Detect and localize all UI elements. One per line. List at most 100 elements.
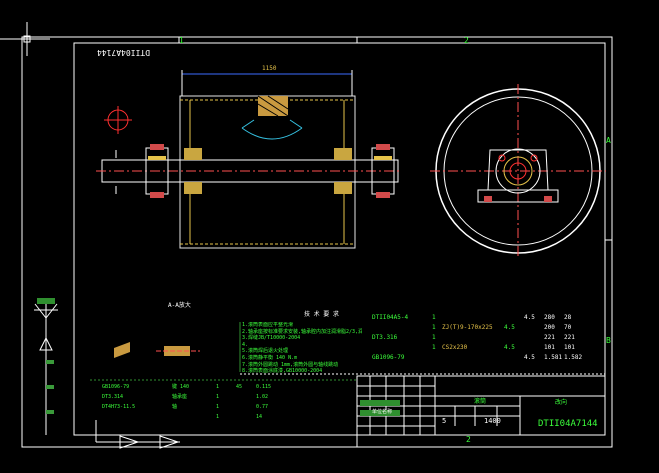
zone-label-b: B xyxy=(606,336,611,345)
table-cell-code: GB1096-79 xyxy=(372,354,405,361)
title-block-sheet: 5 xyxy=(442,417,447,425)
weight-cell-b: 200 xyxy=(544,324,555,331)
table-cell-qty: 1 xyxy=(216,404,220,410)
table-cell-code: DT3.316 xyxy=(372,334,398,341)
weight-cell-c: 1.582 xyxy=(564,354,583,361)
note-line: 1.滚筒表面应平整光滑 xyxy=(242,322,294,328)
table-cell-name xyxy=(172,412,216,422)
table-cell-mat xyxy=(236,412,256,422)
note-line: 7.滚筒外圆跳动 1mm,滚筒外圆与轴线跳动 xyxy=(242,361,339,368)
weight-cell-c: 70 xyxy=(564,324,572,331)
drum-end-view xyxy=(430,84,606,258)
table-row: 1 ZJ(T)9-170x225 4.5 200 70 xyxy=(372,323,604,333)
zone-label-top-1: 1 xyxy=(179,36,184,45)
weight-cell-a: 4.5 xyxy=(524,314,535,321)
ucs-icon xyxy=(95,420,180,449)
table-cell-w: 0.77 xyxy=(256,404,269,410)
table-cell-w: 1.02 xyxy=(256,394,269,400)
table-cell-spec xyxy=(442,333,504,343)
section-label: A-A放大 xyxy=(168,302,191,309)
table-cell-qty xyxy=(432,353,442,363)
table-cell-w1 xyxy=(504,313,524,323)
left-margin-markers xyxy=(34,298,58,435)
zone-label-top-2: 2 xyxy=(464,36,469,45)
note-line: 4. xyxy=(242,341,249,348)
table-cell-spec: ZJ(T)9-170x225 xyxy=(442,324,493,331)
weight-cell-c: 28 xyxy=(564,314,572,321)
weight-cell-b: 280 xyxy=(544,314,555,321)
sheet-border-inner xyxy=(73,42,606,436)
note-line: 6.滚筒静平衡 140 N.m xyxy=(242,354,298,361)
zone-label-a: A xyxy=(606,136,611,145)
notes-heading: 技 术 要 求 xyxy=(304,311,339,318)
weight-cell-a xyxy=(524,343,544,353)
table-cell-mat xyxy=(236,392,256,402)
dimension-text: 1150 xyxy=(262,65,277,72)
parts-table-lines xyxy=(90,373,605,381)
weight-cell-a: 4.5 xyxy=(524,354,535,361)
table-cell-code: DTII04A5-4 xyxy=(372,314,409,321)
table-cell-w: 0.115 xyxy=(256,384,272,390)
table-cell-spec xyxy=(442,353,504,363)
title-block xyxy=(356,375,606,436)
table-cell-mat xyxy=(236,402,256,412)
weight-cell-b: 221 xyxy=(544,334,555,341)
note-line: 8.滚筒表面涂底漆,GB10000-2004 xyxy=(242,368,323,375)
drawing-number: DTII04A7144 xyxy=(538,419,598,429)
weight-cell-a xyxy=(524,333,544,343)
weight-cell-a xyxy=(524,323,544,333)
section-marker-circle xyxy=(104,106,132,134)
table-row: DT4H73-11.5 轴 1 0.77 xyxy=(102,402,352,412)
table-cell-w: 14 xyxy=(256,414,263,420)
note-line: 3.焊缝JB/T10000-2004 xyxy=(242,335,301,342)
table-cell-qty: 1 xyxy=(216,414,220,420)
table-cell-code xyxy=(102,412,172,422)
sheet-border-outer xyxy=(21,36,613,448)
dimension-1150 xyxy=(181,70,353,96)
table-row: DT3.316 1 221 221 xyxy=(372,333,604,343)
weight-cell-c: 221 xyxy=(564,334,575,341)
table-cell-qty: 1 xyxy=(432,324,436,331)
table-cell-qty: 1 xyxy=(432,344,436,351)
section-detail xyxy=(114,342,200,358)
title-block-scale: 1400 xyxy=(484,417,501,425)
table-cell-code xyxy=(372,323,432,333)
table-cell-w1: 4.5 xyxy=(504,324,515,331)
table-cell-w1 xyxy=(504,333,524,343)
crosshair-cursor-icon xyxy=(0,22,50,56)
table-cell-name: 轴承座 xyxy=(172,394,188,400)
table-cell-spec: CS2x230 xyxy=(442,344,468,351)
weight-cell-c: 101 xyxy=(564,344,575,351)
title-block-company: 单位名称 xyxy=(372,409,393,415)
note-line: 5.滚筒焊后退火处理 xyxy=(242,348,289,355)
table-cell-spec xyxy=(442,313,504,323)
table-cell-w1: 4.5 xyxy=(504,344,515,351)
table-row: 1 14 xyxy=(102,412,352,422)
table-cell-mat: 45 xyxy=(236,384,243,390)
drum-side-view xyxy=(96,95,400,249)
table-cell-qty: 1 xyxy=(216,394,220,400)
weight-cell-b: 1.581 xyxy=(544,354,563,361)
table-cell-name: 键 140 xyxy=(172,384,190,390)
table-cell-code xyxy=(372,343,432,353)
table-cell-qty: 1 xyxy=(432,334,436,341)
weight-cell-b: 101 xyxy=(544,344,555,351)
table-cell-code: DT4H73-11.5 xyxy=(102,404,136,410)
table-cell-qty: 1 xyxy=(216,384,220,390)
table-cell-w1 xyxy=(504,353,524,363)
table-cell-code: DT3.314 xyxy=(102,394,124,400)
zone-label-bottom-2: 2 xyxy=(466,435,471,444)
table-row: DT3.314 轴承座 1 1.02 xyxy=(102,392,352,402)
table-row: 1 CS2x230 4.5 101 101 xyxy=(372,343,604,353)
rotated-drawing-number: DTII04A7144 xyxy=(97,48,150,57)
table-row: DTII04A5-4 1 4.5 280 28 xyxy=(372,313,604,323)
table-cell-name: 轴 xyxy=(172,404,178,410)
table-cell-qty: 1 xyxy=(432,314,436,321)
note-line: 2.轴承座按标准要求安装,轴承腔内加注润滑脂2/3,润滑脂 xyxy=(242,328,362,335)
